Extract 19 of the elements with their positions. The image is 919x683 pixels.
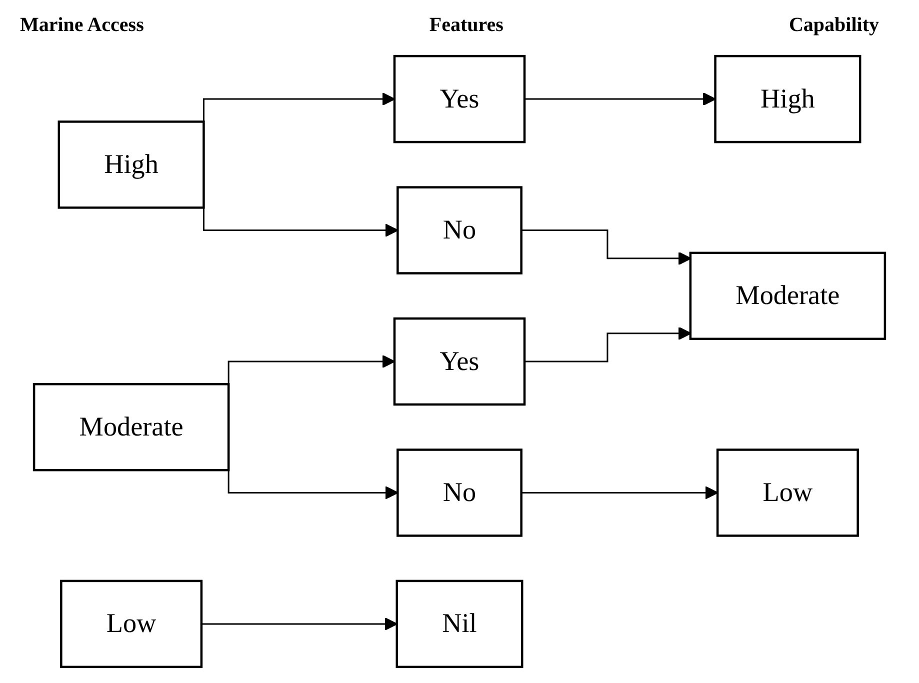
node-box: High <box>714 54 862 144</box>
column-heading: Features <box>429 14 504 38</box>
column-heading: Capability <box>788 14 879 38</box>
node-box: Nil <box>396 580 524 668</box>
node-box: No <box>396 448 522 537</box>
arrow <box>200 617 398 631</box>
arrow <box>524 326 692 362</box>
arrow <box>524 92 716 106</box>
node-box: Moderate <box>689 252 886 340</box>
node-box: Yes <box>393 54 526 144</box>
column-heading: Marine Access <box>20 14 144 38</box>
arrow <box>520 486 718 500</box>
node-box: Moderate <box>32 383 230 472</box>
arrow <box>520 230 692 266</box>
node-box: No <box>396 186 522 274</box>
node-box: Yes <box>393 317 526 406</box>
node-box: Low <box>716 448 859 537</box>
node-box: High <box>58 120 205 209</box>
node-box: Low <box>60 580 203 668</box>
